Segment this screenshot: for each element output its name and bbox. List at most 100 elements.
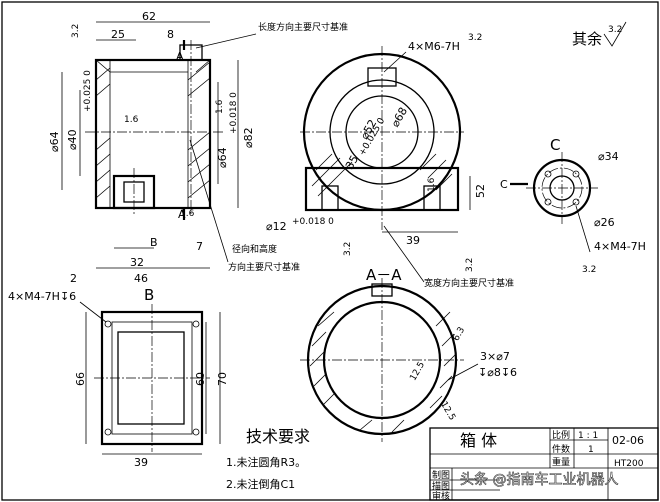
tech-line-1: 1.未注圆角R3。 bbox=[226, 455, 306, 469]
dim-d68: ⌀68 bbox=[389, 105, 411, 129]
front-view: A A 62 25 8 3.2 ⌀64 ⌀40 +0.025 0 1.6 1.6… bbox=[48, 10, 348, 285]
c-hole-3 bbox=[544, 198, 552, 206]
side-roughness-16: 1.6 bbox=[427, 177, 437, 192]
dim-2: 2 bbox=[70, 272, 77, 285]
side-view: 4×M6-7H 3.2 ⌀52 ⌀68 35 +0.025 0 ⌀12 +0.0… bbox=[266, 33, 528, 289]
b-thread-callout: 4×M4-7H↧6 bbox=[8, 290, 76, 303]
section-depth: ↧⌀8↧6 bbox=[478, 366, 517, 379]
title-block-frame bbox=[429, 427, 659, 501]
side-roughness-32b: 3.2 bbox=[343, 242, 353, 256]
radial-datum-note-1: 径向和高度 bbox=[232, 243, 277, 255]
tech-requirements: 技术要求 1.未注圆角R3。 2.未注倒角C1 bbox=[226, 427, 310, 491]
title-block: 箱 体 比例 1 : 1 件数 1 重量 02-06 HT200 制图 描图 审… bbox=[429, 427, 659, 502]
tb-part-name: 箱 体 bbox=[460, 431, 497, 450]
section-roughness-125a: 12.5 bbox=[408, 360, 427, 382]
side-tol-d12: +0.018 0 bbox=[292, 217, 334, 227]
b-thread-leader bbox=[79, 301, 107, 323]
side-thread-leader bbox=[383, 51, 407, 73]
side-left-hole bbox=[321, 185, 339, 211]
dim-70: 70 bbox=[216, 372, 229, 386]
watermark: 头条 @指南车工业机器人 bbox=[460, 471, 618, 488]
c-view-label: C bbox=[550, 136, 560, 154]
dim-62: 62 bbox=[142, 10, 156, 23]
roughness-32-a: 3.2 bbox=[71, 24, 81, 38]
dim-d64b: ⌀64 bbox=[216, 147, 229, 168]
dim-52-side: 52 bbox=[474, 184, 487, 198]
roughness-16-c: 1.6 bbox=[180, 209, 195, 219]
side-dim-d12: ⌀12 bbox=[266, 220, 287, 233]
b-view: B 4×M4-7H↧6 66 60 70 39 bbox=[8, 286, 229, 469]
section-roughness-125b: 12.5 bbox=[438, 400, 457, 422]
label-b-front: B bbox=[150, 236, 158, 249]
b-hole-4 bbox=[192, 428, 200, 436]
rest-label: 其余 bbox=[572, 30, 602, 48]
side-roughness-32: 3.2 bbox=[468, 33, 482, 43]
side-thread-callout: 4×M6-7H bbox=[408, 40, 460, 53]
dim-39-side: 39 bbox=[406, 234, 420, 247]
side-label-c: C bbox=[500, 178, 508, 191]
c-hole-2 bbox=[572, 170, 580, 178]
tb-check-label: 审核 bbox=[432, 490, 450, 502]
dim-d34: ⌀34 bbox=[598, 150, 619, 163]
tol-d40: +0.025 0 bbox=[83, 70, 93, 112]
dim-8: 8 bbox=[167, 28, 174, 41]
tb-scale-label: 比例 bbox=[552, 429, 570, 441]
front-hatch-right bbox=[187, 61, 211, 199]
dim-60: 60 bbox=[194, 372, 207, 386]
tb-draw-label: 制图 bbox=[432, 469, 450, 481]
rest-roughness-symbol bbox=[603, 21, 627, 47]
dim-d82: ⌀82 bbox=[242, 127, 255, 148]
side-roughness-32c: 3.2 bbox=[465, 258, 475, 272]
tb-qty-label: 件数 bbox=[552, 443, 570, 455]
dim-25: 25 bbox=[111, 28, 125, 41]
label-a-bottom: A bbox=[178, 208, 186, 221]
tb-scale-value: 1 : 1 bbox=[578, 431, 598, 441]
radial-datum-note-2: 方向主要尺寸基准 bbox=[228, 261, 300, 273]
c-thread-callout: 4×M4-7H bbox=[594, 240, 646, 253]
b-hole-1 bbox=[104, 320, 112, 328]
section-hatch bbox=[309, 311, 457, 433]
section-aa: A－A 6.3 3×⌀7 ↧⌀8↧6 12.5 12.5 bbox=[300, 266, 517, 442]
section-groove-leader bbox=[447, 363, 479, 381]
width-datum-note: 宽度方向主要尺寸基准 bbox=[424, 277, 514, 289]
section-roughness-63: 6.3 bbox=[451, 326, 467, 343]
tech-line-2: 2.未注倒角C1 bbox=[226, 477, 295, 491]
length-datum-leader bbox=[195, 33, 257, 49]
section-aa-title: A－A bbox=[366, 266, 402, 284]
dim-d64: ⌀64 bbox=[48, 131, 61, 152]
tb-draft-label: 描图 bbox=[432, 480, 450, 492]
dim-46: 46 bbox=[134, 272, 148, 285]
b-hole-2 bbox=[192, 320, 200, 328]
c-hole-1 bbox=[544, 170, 552, 178]
b-hole-3 bbox=[104, 428, 112, 436]
tech-heading: 技术要求 bbox=[246, 427, 310, 446]
tb-weight-label: 重量 bbox=[552, 456, 570, 468]
side-hatch bbox=[311, 153, 453, 197]
c-roughness-32: 3.2 bbox=[582, 265, 596, 275]
side-right-hole bbox=[423, 185, 441, 211]
roughness-16-a: 1.6 bbox=[124, 115, 139, 125]
dim-d40: ⌀40 bbox=[66, 129, 79, 150]
roughness-16-b: 1.6 bbox=[215, 99, 225, 114]
length-datum-note: 长度方向主要尺寸基准 bbox=[258, 21, 348, 33]
front-chamfer-lines bbox=[95, 59, 211, 73]
c-view: C ⌀34 ⌀26 4×M4-7H 3.2 bbox=[526, 136, 646, 275]
radial-datum-leader bbox=[189, 139, 229, 263]
tb-material: HT200 bbox=[614, 459, 644, 469]
tol-d64b: +0.018 0 bbox=[229, 92, 239, 134]
width-datum-leader bbox=[383, 225, 425, 283]
dim-d26: ⌀26 bbox=[594, 216, 615, 229]
rest-value: 3.2 bbox=[608, 25, 622, 35]
dim-66: 66 bbox=[74, 372, 87, 386]
section-grooves: 3×⌀7 bbox=[480, 350, 510, 363]
dim-39-b: 39 bbox=[134, 456, 148, 469]
tb-drawing-no: 02-06 bbox=[612, 434, 644, 447]
b-view-label: B bbox=[144, 286, 154, 304]
dim-7: 7 bbox=[196, 240, 203, 253]
tb-qty-value: 1 bbox=[588, 445, 594, 455]
label-a-top: A bbox=[176, 50, 184, 63]
front-hatch-left bbox=[95, 67, 111, 199]
